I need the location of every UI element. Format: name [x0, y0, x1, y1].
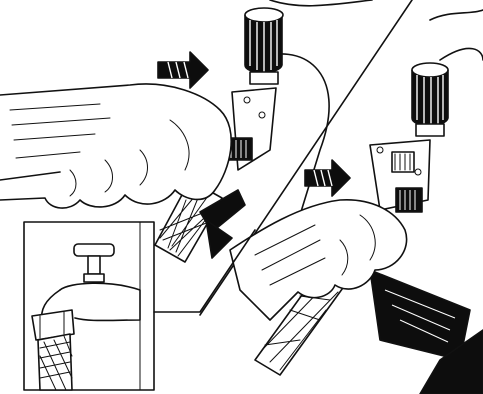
direction-arrow-icon — [305, 160, 350, 196]
pressure-knob-left — [245, 8, 283, 84]
hand-left — [0, 84, 231, 208]
pressure-knob-right — [412, 63, 448, 136]
direction-arrow-icon — [158, 52, 208, 88]
